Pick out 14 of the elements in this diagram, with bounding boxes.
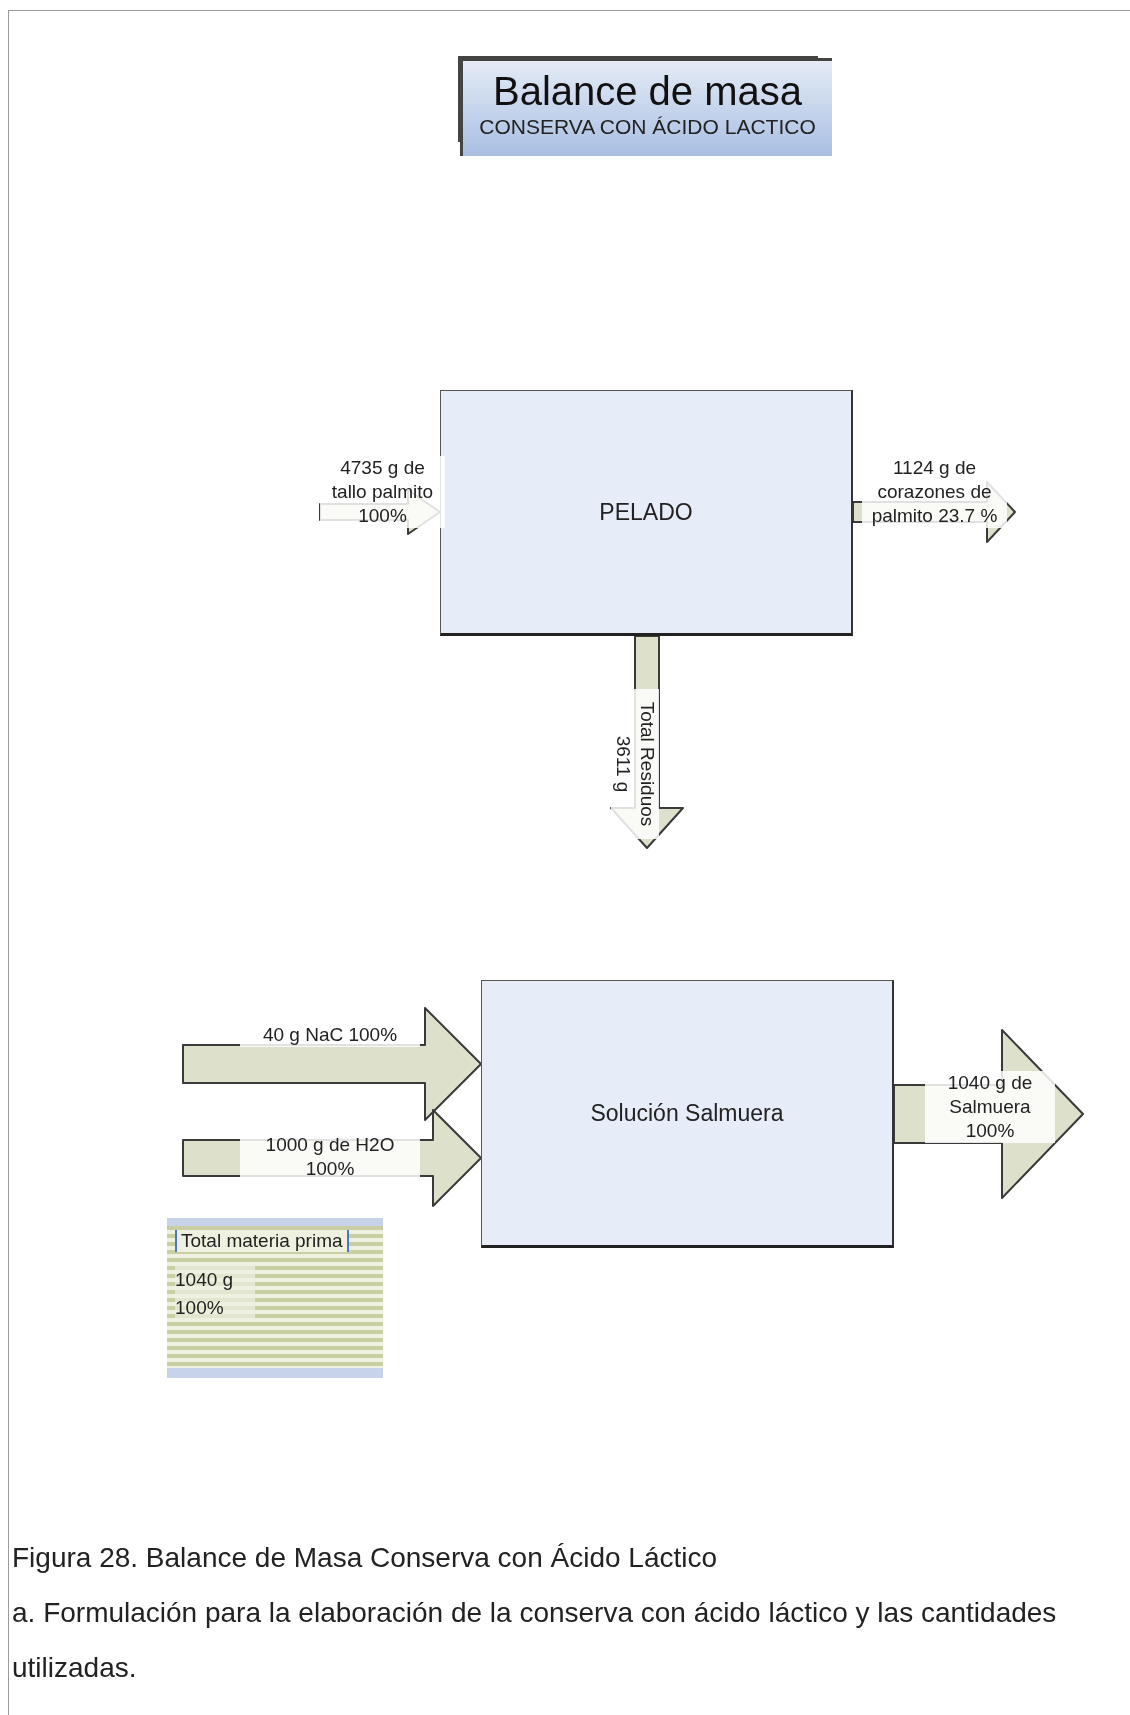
edge-label: 4735 g de tallo palmito 100% xyxy=(320,456,445,528)
note-box xyxy=(167,1218,383,1378)
note-text: a. Formulación para la elaboración de la conserva con ácido láctico y las cantidades utilizadas. xyxy=(12,1596,1058,1685)
process-label: Solución Salmuera xyxy=(590,1099,784,1127)
subtitle: CONSERVA CON ÁCIDO LACTICO xyxy=(478,114,817,140)
process-label: PELADO xyxy=(599,498,693,526)
block-arrow xyxy=(182,1007,482,1121)
process-box xyxy=(481,980,894,1248)
edge-label: 1040 g de Salmuera 100% xyxy=(925,1071,1055,1143)
note-heading: Total materia prima xyxy=(175,1230,349,1252)
process-box xyxy=(440,390,853,636)
caption: Figura 28. Balance de Masa Conserva con Ácido Láctico xyxy=(12,1541,719,1575)
title: Balance de masa xyxy=(491,69,804,113)
edge-label: Total Residuos 3611 g xyxy=(611,689,659,839)
